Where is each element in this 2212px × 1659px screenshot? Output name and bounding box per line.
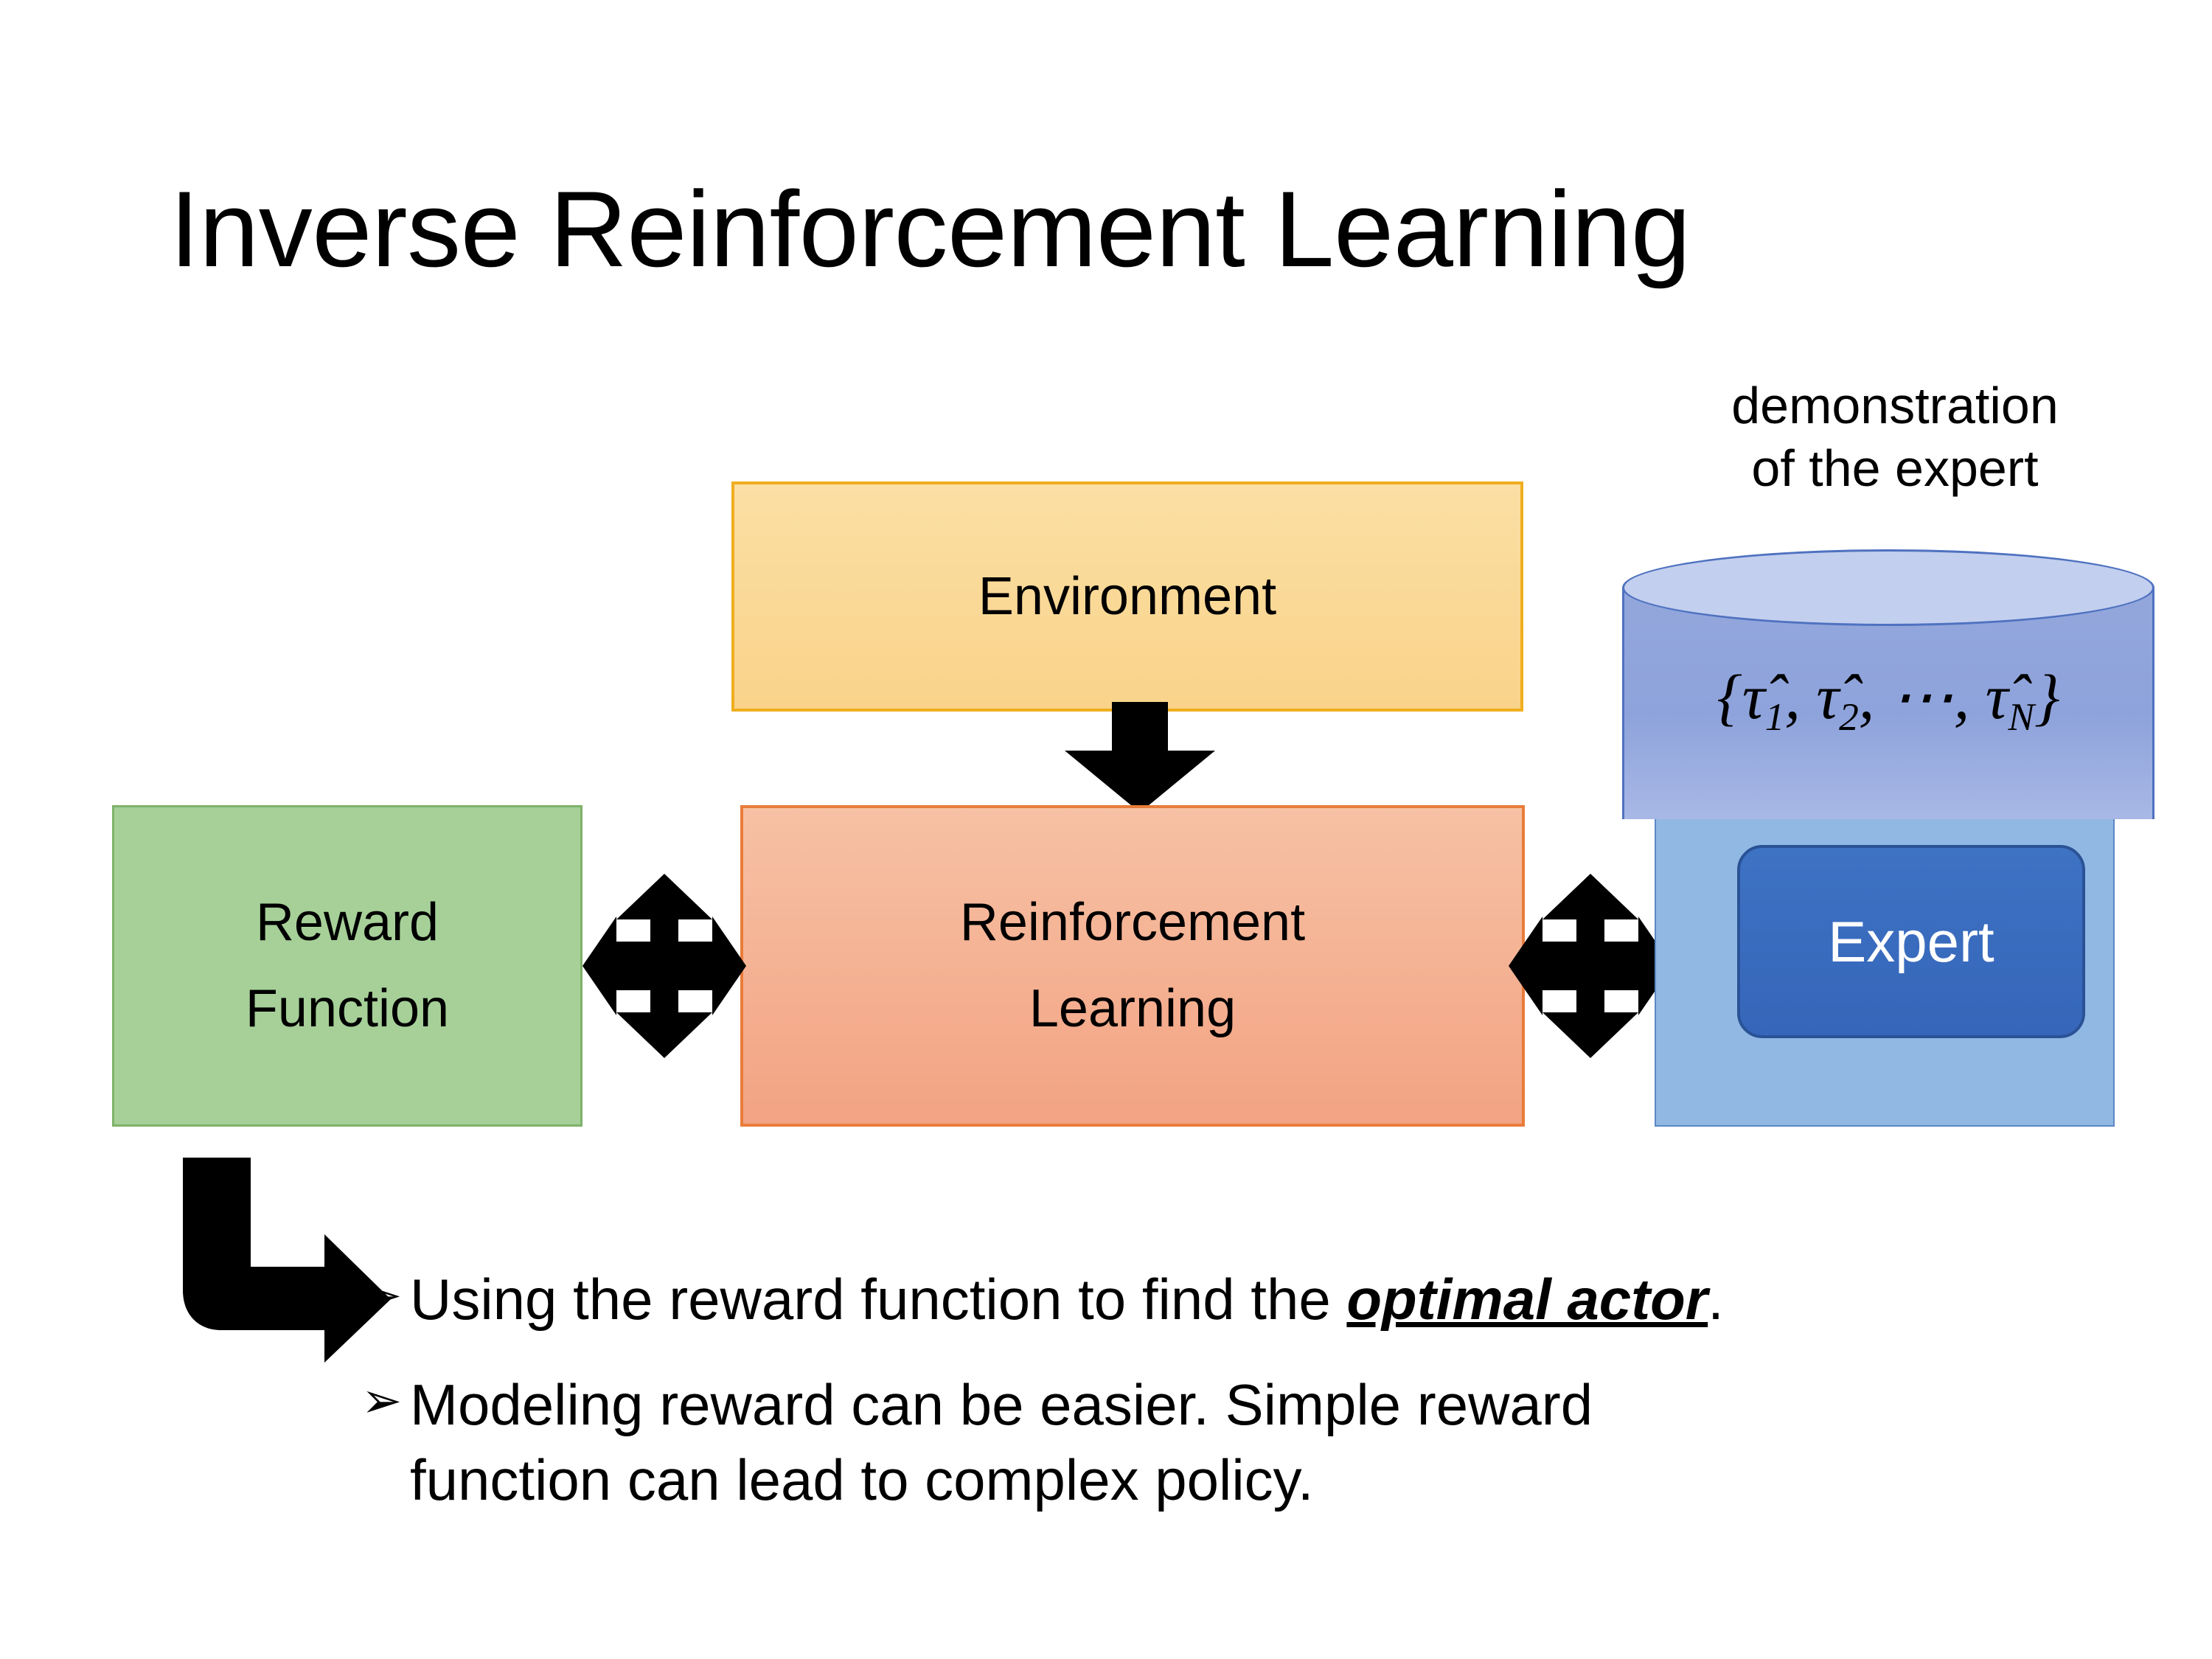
reinforcement-learning-box[interactable]: Reinforcement Learning xyxy=(740,805,1525,1127)
bullet-1-emphasis: optimal actor xyxy=(1346,1267,1708,1332)
four-way-arrow-rl-expert xyxy=(1509,874,1672,1058)
page-title: Inverse Reinforcement Learning xyxy=(170,169,1691,289)
reward-box-label-line2: Function xyxy=(245,979,450,1038)
bullet-text-1: Using the reward function to find the op… xyxy=(410,1262,2057,1337)
reward-box-label-line1: Reward xyxy=(255,893,439,953)
formula-sub-n: N xyxy=(2008,694,2035,739)
environment-box-label: Environment xyxy=(978,567,1277,626)
bullet-text-2: Modeling reward can be easier. Simple re… xyxy=(410,1368,2057,1517)
demonstration-cylinder: {τ̂1, τ̂2, ⋯, τ̂N} xyxy=(1622,549,2154,859)
demonstration-caption: demonstration of the expert xyxy=(1637,375,2153,501)
expert-box-label: Expert xyxy=(1828,908,1994,974)
formula-sep-2: , ⋯, xyxy=(1858,661,1986,732)
formula-sub-1: 1 xyxy=(1764,694,1785,739)
demonstration-caption-line1: demonstration xyxy=(1731,377,2059,434)
formula-open-brace: { xyxy=(1717,661,1742,732)
rl-box-label-line1: Reinforcement xyxy=(959,893,1306,953)
arrow-down-environment-to-rl xyxy=(1065,702,1215,813)
bullet-2-prefix: Modeling reward can be easier. Simple re… xyxy=(410,1372,1593,1512)
environment-box[interactable]: Environment xyxy=(731,481,1523,712)
bullet-arrow-icon: ➢ xyxy=(361,1373,403,1428)
bent-arrow-reward-to-bullets xyxy=(183,1158,391,1363)
list-item: ➢ Using the reward function to find the … xyxy=(361,1262,2057,1337)
bullet-1-suffix: . xyxy=(1708,1267,1724,1332)
bullet-1-prefix: Using the reward function to find the xyxy=(410,1267,1347,1332)
bullet-list: ➢ Using the reward function to find the … xyxy=(361,1262,2057,1548)
formula-sep-1: , xyxy=(1784,661,1817,732)
four-way-arrow-reward-rl xyxy=(582,874,746,1058)
expert-box[interactable]: Expert xyxy=(1737,845,2085,1038)
trajectory-set-formula: {τ̂1, τ̂2, ⋯, τ̂N} xyxy=(1622,660,2154,740)
demonstration-caption-line2: of the expert xyxy=(1751,439,2039,498)
formula-sub-2: 2 xyxy=(1839,694,1859,739)
bullet-arrow-icon: ➢ xyxy=(361,1267,403,1322)
formula-tau-1: τ̂ xyxy=(1742,661,1765,732)
formula-tau-2: τ̂ xyxy=(1816,661,1840,732)
list-item: ➢ Modeling reward can be easier. Simple … xyxy=(361,1368,2057,1517)
rl-box-label-line2: Learning xyxy=(1029,979,1237,1038)
cylinder-body xyxy=(1622,588,2154,819)
cylinder-top-ellipse xyxy=(1622,549,2154,626)
formula-tau-n: τ̂ xyxy=(1985,661,2008,732)
reward-function-box[interactable]: Reward Function xyxy=(112,805,582,1127)
formula-close-brace: } xyxy=(2034,661,2060,732)
